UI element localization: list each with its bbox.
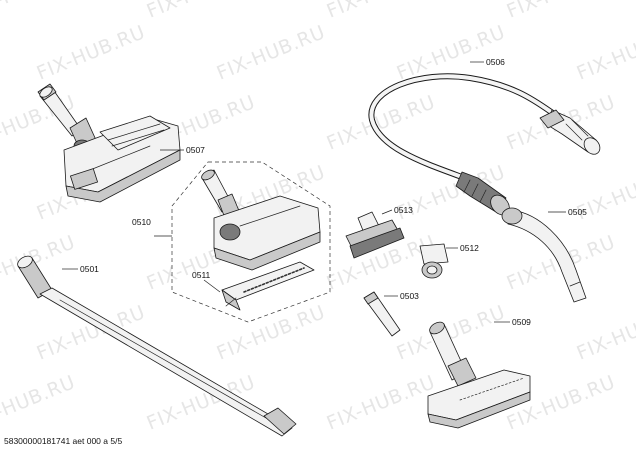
footer-reference: 58300000181741 aet 000 a 5/5 — [4, 436, 123, 446]
label-0507: 0507 — [186, 145, 205, 155]
part-0501-telescopic-tube — [17, 255, 297, 437]
watermark-text: FIX-HUB.RU — [574, 21, 636, 84]
part-0511-brush-roll — [221, 261, 315, 311]
label-0503: 0503 — [400, 291, 419, 301]
label-0513: 0513 — [394, 205, 413, 215]
watermark-text: FIX-HUB.RU — [144, 0, 259, 23]
part-0507-floor-nozzle — [37, 83, 181, 203]
watermark-text: FIX-HUB.RU — [214, 21, 329, 84]
part-0512-accessory-clip — [419, 243, 449, 279]
watermark-text: FIX-HUB.RU — [324, 0, 439, 23]
watermark-text: FIX-HUB.RU — [34, 21, 149, 84]
label-0512: 0512 — [460, 243, 479, 253]
part-0503-crevice-nozzle — [363, 291, 401, 337]
watermark-text: FIX-HUB.RU — [324, 371, 439, 434]
label-0511: 0511 — [192, 270, 211, 280]
watermark-text: FIX-HUB.RU — [324, 91, 439, 154]
watermark-text: FIX-HUB.RU — [0, 371, 78, 434]
part-0510-turbo-brush — [201, 169, 321, 271]
label-0506: 0506 — [486, 57, 505, 67]
watermark-text: FIX-HUB.RU — [214, 301, 329, 364]
part-0506-hose — [368, 73, 601, 216]
part-0513-upholstery-brush — [345, 211, 405, 259]
watermark-text: FIX-HUB.RU — [0, 0, 78, 23]
leader-0513 — [381, 209, 393, 215]
part-0505-handle-bend — [501, 207, 587, 303]
watermark-text: FIX-HUB.RU — [574, 301, 636, 364]
watermark-text: FIX-HUB.RU — [504, 0, 619, 23]
label-0505: 0505 — [568, 207, 587, 217]
label-0509: 0509 — [512, 317, 531, 327]
part-0509-hard-floor-nozzle — [427, 321, 531, 429]
leader-0511 — [203, 279, 221, 293]
label-0510: 0510 — [132, 217, 151, 227]
label-0501: 0501 — [80, 264, 99, 274]
